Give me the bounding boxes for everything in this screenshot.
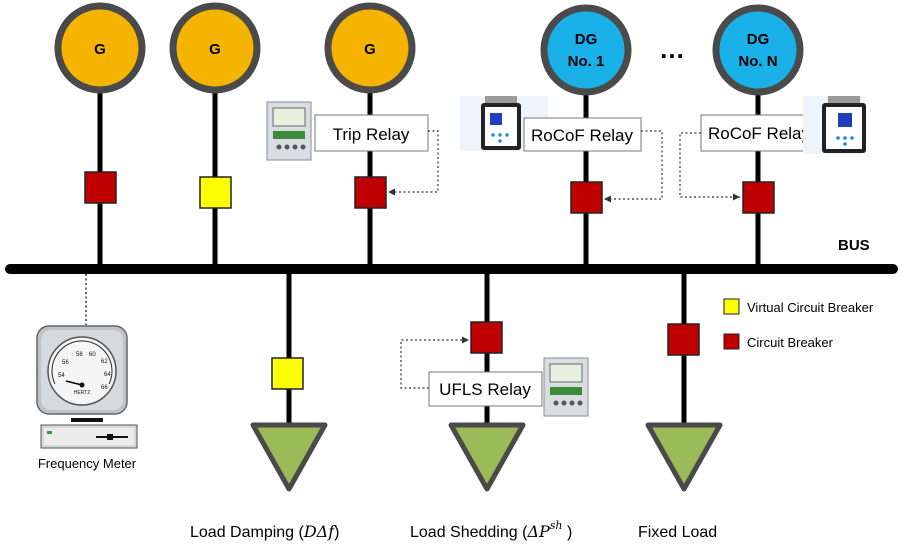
svg-text:64: 64: [104, 372, 111, 378]
load-damping-triangle: [250, 422, 328, 492]
frequency-meter-caption: Frequency Meter: [38, 456, 137, 471]
trip-relay-signal: [388, 130, 439, 193]
frequency-meter-icon: 58 60 62 56 64 54 66 HERTZ: [36, 325, 138, 449]
legend: Virtual Circuit Breaker Circuit Breaker: [723, 298, 874, 350]
generator-2: G: [169, 2, 261, 94]
rocof-relay-1-box: [523, 117, 642, 152]
trip-relay-device-icon: [266, 101, 312, 161]
generator-3: G: [324, 2, 416, 94]
generator-1: G: [54, 2, 146, 94]
legend-breaker-swatch: [723, 333, 740, 350]
dg-label-line1: DG: [575, 31, 598, 48]
generator-label: G: [209, 41, 221, 58]
ufls-relay-signal: [400, 339, 469, 389]
circuit-breaker: [667, 323, 700, 356]
circuit-breaker: [354, 176, 387, 209]
fixed-load-triangle: [645, 422, 723, 492]
legend-virtual-breaker-swatch: [723, 298, 740, 315]
svg-text:62: 62: [101, 359, 108, 365]
circuit-breaker: [470, 321, 503, 354]
generator-label: G: [364, 41, 376, 58]
dg-label-line2: No. 1: [568, 53, 605, 70]
rocof-relay-n-device-icon: [803, 96, 866, 154]
svg-text:54: 54: [58, 373, 65, 379]
feeder-lines: [97, 85, 761, 268]
generator-label: G: [94, 41, 106, 58]
ufls-relay-device-icon: [543, 357, 589, 417]
svg-text:HERTZ: HERTZ: [74, 390, 91, 396]
ellipsis: …: [659, 34, 685, 64]
dg-n: DG No. N: [712, 4, 804, 96]
dg-label-line2: No. N: [738, 53, 777, 70]
svg-text:60: 60: [89, 352, 96, 358]
svg-text:58: 58: [76, 352, 83, 358]
svg-text:66: 66: [101, 385, 108, 391]
legend-breaker-label: Circuit Breaker: [747, 335, 834, 350]
bus-label: BUS: [838, 237, 870, 254]
dg-1: DG No. 1: [540, 4, 632, 96]
rocof-relay-n-signal: [679, 132, 740, 198]
virtual-circuit-breaker: [199, 176, 232, 209]
rocof-relay-n-label: RoCoF Relay: [708, 124, 811, 143]
load-damping-caption: Load Damping (DΔf): [190, 522, 339, 541]
rocof-relay-1-signal: [604, 130, 663, 200]
virtual-circuit-breaker: [271, 357, 304, 390]
dg-label-line1: DG: [747, 31, 770, 48]
load-shedding-caption: Load Shedding (ΔPsh ): [410, 519, 572, 541]
svg-text:56: 56: [62, 360, 69, 366]
circuit-breaker: [742, 181, 775, 214]
legend-virtual-breaker-label: Virtual Circuit Breaker: [747, 300, 874, 315]
rocof-relay-1-label: RoCoF Relay: [531, 126, 634, 145]
trip-relay-box: [314, 114, 429, 152]
trip-relay-label: Trip Relay: [333, 125, 410, 144]
rocof-relay-n-box: [700, 114, 819, 152]
fixed-load-caption: Fixed Load: [638, 524, 717, 541]
ufls-relay-label: UFLS Relay: [439, 380, 531, 399]
circuit-breaker: [570, 181, 603, 214]
ufls-relay-box: [428, 371, 543, 407]
circuit-breaker: [84, 171, 117, 204]
load-shedding-triangle: [448, 422, 526, 492]
